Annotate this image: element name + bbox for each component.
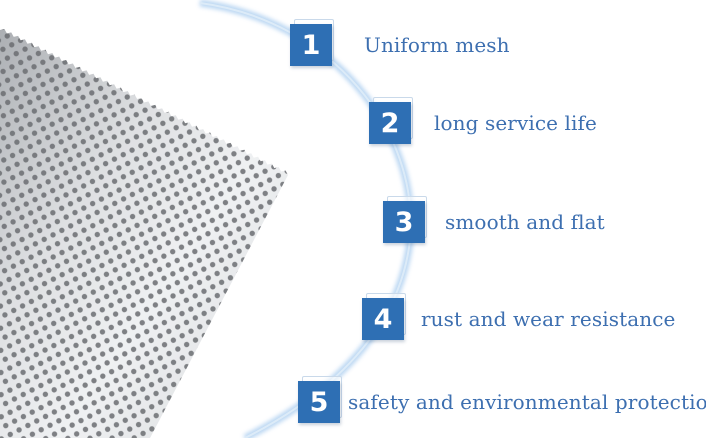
feature-number: 5 bbox=[298, 381, 340, 423]
feature-number: 1 bbox=[290, 24, 332, 66]
feature-item-2: 2 long service life bbox=[369, 97, 597, 144]
feature-number-badge: 4 bbox=[362, 293, 406, 340]
feature-number: 2 bbox=[369, 102, 411, 144]
feature-number-badge: 1 bbox=[290, 19, 334, 66]
feature-label: rust and wear resistance bbox=[421, 307, 676, 331]
feature-number-badge: 5 bbox=[298, 376, 342, 423]
feature-label: safety and environmental protection bbox=[348, 390, 706, 414]
feature-label: long service life bbox=[434, 111, 597, 135]
feature-label: Uniform mesh bbox=[364, 33, 510, 57]
feature-label: smooth and flat bbox=[445, 210, 605, 234]
feature-number: 4 bbox=[362, 298, 404, 340]
feature-number-badge: 2 bbox=[369, 97, 413, 144]
feature-item-1: 1 Uniform mesh bbox=[290, 19, 510, 66]
feature-number-badge: 3 bbox=[383, 196, 427, 243]
feature-item-3: 3 smooth and flat bbox=[383, 196, 605, 243]
feature-item-4: 4 rust and wear resistance bbox=[362, 293, 676, 340]
feature-number: 3 bbox=[383, 201, 425, 243]
feature-item-5: 5 safety and environmental protection bbox=[298, 376, 706, 423]
